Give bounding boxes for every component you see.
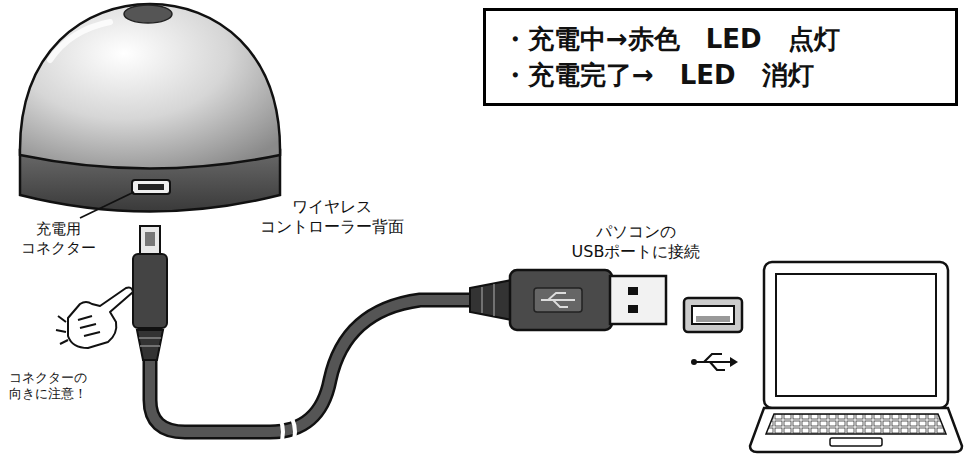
wireless-controller xyxy=(20,4,280,212)
usb-port xyxy=(684,298,742,370)
pointing-hand xyxy=(56,288,133,349)
status-note: ・充電完了→ LED 消灯 xyxy=(502,57,939,93)
status-note: ・充電中→赤色 LED 点灯 xyxy=(502,21,939,57)
leader-line xyxy=(80,192,134,218)
usb-a-plug xyxy=(470,270,666,330)
callout-label: 充電用 コネクター xyxy=(21,220,96,258)
micro-usb-connector xyxy=(133,226,167,360)
callout-label: ワイヤレス コントローラー背面 xyxy=(260,197,404,237)
usb-cable xyxy=(150,300,475,446)
laptop xyxy=(750,262,962,452)
callout-label: パソコンの USBポートに接続 xyxy=(572,222,701,262)
callout-label: コネクターの 向きに注意！ xyxy=(9,370,87,403)
note-box: ・充電中→赤色 LED 点灯・充電完了→ LED 消灯 xyxy=(483,8,958,106)
